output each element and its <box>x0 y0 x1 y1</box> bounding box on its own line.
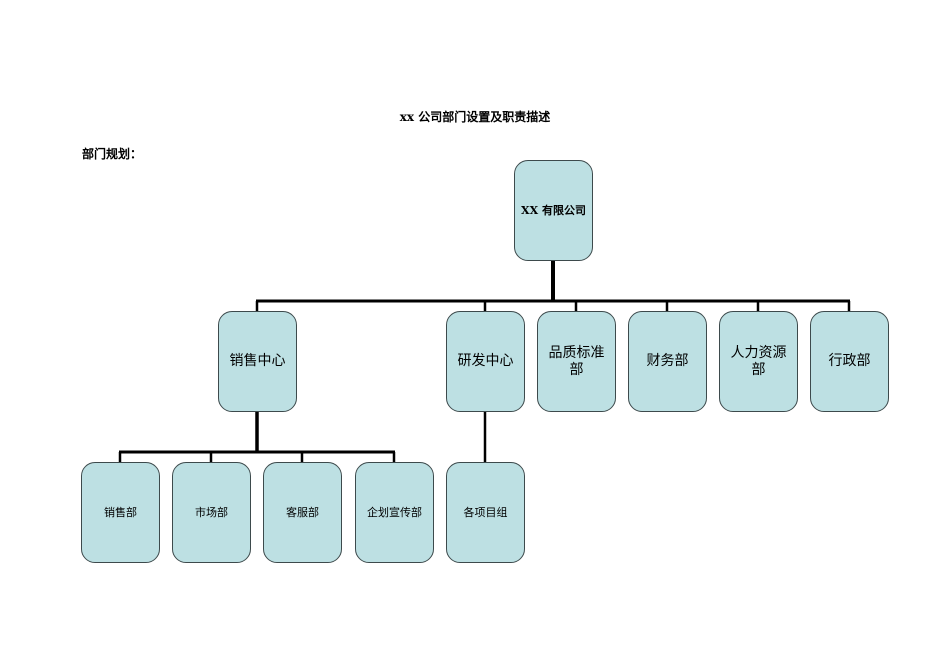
org-node-label: 财务部 <box>646 353 689 369</box>
org-node-label: 销售部 <box>104 506 137 519</box>
org-node-root: XX 有限公司 <box>514 160 593 261</box>
org-node-label: 市场部 <box>195 506 228 519</box>
org-node-sales-center: 销售中心 <box>218 311 297 412</box>
org-node-planning-dept: 企划宣传部 <box>355 462 434 563</box>
org-node-label: 企划宣传部 <box>367 506 422 519</box>
section-label: 部门规划： <box>82 147 143 161</box>
org-node-project-groups: 各项目组 <box>446 462 525 563</box>
org-node-label: 人力资源部 <box>730 344 787 378</box>
org-node-label: 品质标准部 <box>548 344 605 378</box>
org-node-sales-dept: 销售部 <box>81 462 160 563</box>
org-node-quality-dept: 品质标准部 <box>537 311 616 412</box>
document-title: xx 公司部门设置及职责描述 <box>399 110 551 124</box>
org-node-rd-center: 研发中心 <box>446 311 525 412</box>
org-node-hr-dept: 人力资源部 <box>719 311 798 412</box>
org-node-service-dept: 客服部 <box>263 462 342 563</box>
org-node-label: 研发中心 <box>457 353 514 369</box>
org-node-market-dept: 市场部 <box>172 462 251 563</box>
org-node-admin-dept: 行政部 <box>810 311 889 412</box>
org-node-label: 行政部 <box>828 353 871 369</box>
org-node-label: 客服部 <box>286 506 319 519</box>
org-node-finance-dept: 财务部 <box>628 311 707 412</box>
org-node-label: 各项目组 <box>463 506 508 519</box>
org-node-label: XX 有限公司 <box>521 204 586 217</box>
org-node-label: 销售中心 <box>229 353 286 369</box>
